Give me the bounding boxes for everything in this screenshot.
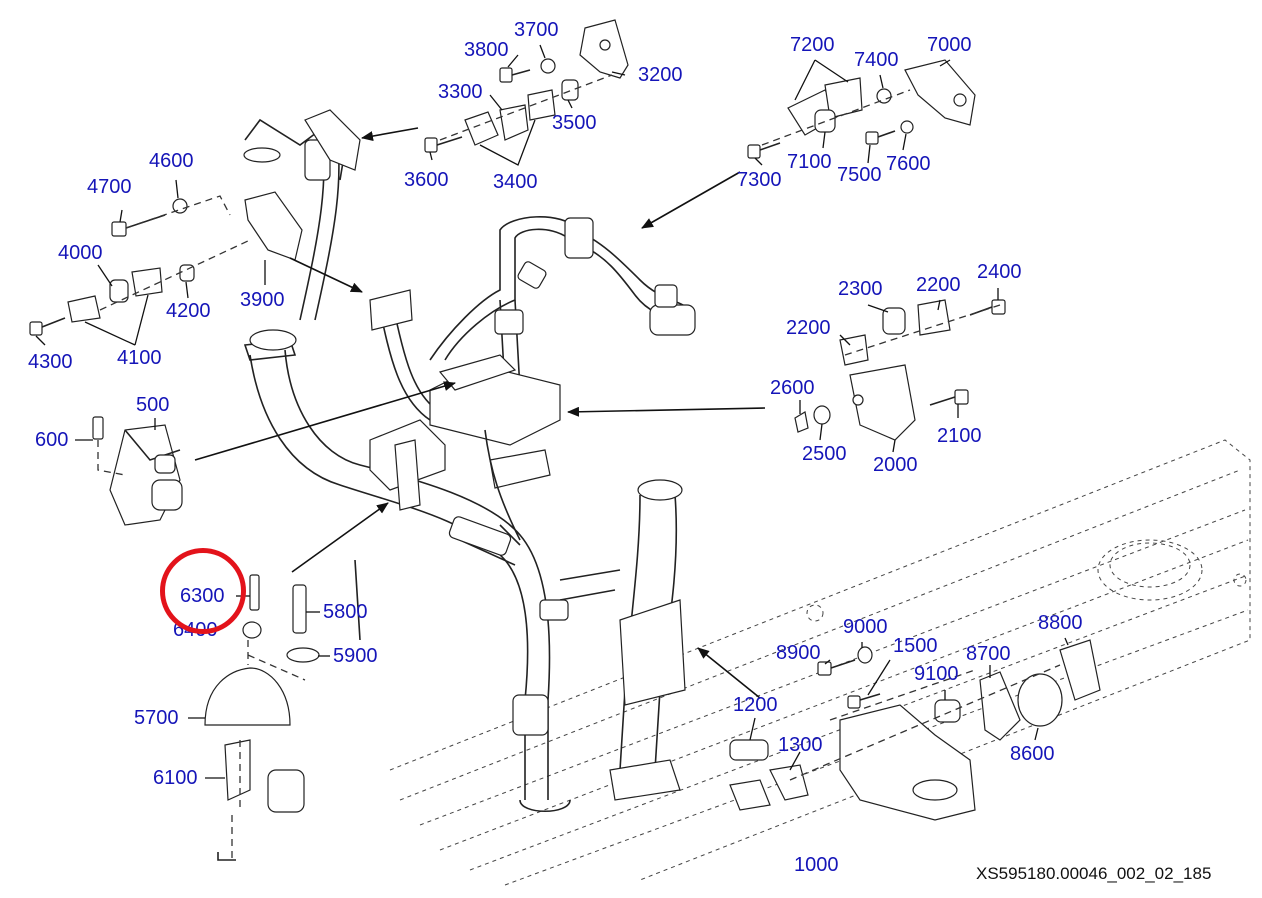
callout-2500[interactable]: 2500 bbox=[802, 443, 847, 465]
callout-600[interactable]: 600 bbox=[35, 429, 69, 451]
part-group-3000 bbox=[424, 19, 629, 153]
callout-500[interactable]: 500 bbox=[136, 394, 170, 416]
callout-3300[interactable]: 3300 bbox=[438, 81, 483, 103]
drawing-number: XS595180.00046_002_02_185 bbox=[976, 864, 1212, 883]
callout-7400[interactable]: 7400 bbox=[854, 49, 899, 71]
callout-7600[interactable]: 7600 bbox=[886, 153, 931, 175]
callout-7000[interactable]: 7000 bbox=[927, 34, 972, 56]
highlight-circle bbox=[160, 548, 246, 634]
callout-9100[interactable]: 9100 bbox=[914, 663, 959, 685]
callout-7100[interactable]: 7100 bbox=[787, 151, 832, 173]
callout-7200[interactable]: 7200 bbox=[790, 34, 835, 56]
part-group-2000 bbox=[794, 299, 1006, 441]
part-group-5000 bbox=[204, 574, 320, 861]
callout-5700[interactable]: 5700 bbox=[134, 707, 179, 729]
callout-2100[interactable]: 2100 bbox=[937, 425, 982, 447]
callout-2200-lower[interactable]: 2200 bbox=[786, 317, 831, 339]
assembly-arrows bbox=[194, 127, 766, 699]
callout-3900[interactable]: 3900 bbox=[240, 289, 285, 311]
callout-5900[interactable]: 5900 bbox=[333, 645, 378, 667]
callout-3800[interactable]: 3800 bbox=[464, 39, 509, 61]
callout-8800[interactable]: 8800 bbox=[1038, 612, 1083, 634]
callout-7500[interactable]: 7500 bbox=[837, 164, 882, 186]
part-group-8000 bbox=[729, 639, 1101, 821]
callout-2200-upper[interactable]: 2200 bbox=[916, 274, 961, 296]
callout-4700[interactable]: 4700 bbox=[87, 176, 132, 198]
callout-2400[interactable]: 2400 bbox=[977, 261, 1022, 283]
pipe-assembly bbox=[243, 109, 696, 812]
callout-6100[interactable]: 6100 bbox=[153, 767, 198, 789]
callout-8600[interactable]: 8600 bbox=[1010, 743, 1055, 765]
part-group-7000 bbox=[747, 59, 976, 159]
leader-lines bbox=[35, 44, 1069, 779]
callout-3700[interactable]: 3700 bbox=[514, 19, 559, 41]
callout-2600[interactable]: 2600 bbox=[770, 377, 815, 399]
callout-9000[interactable]: 9000 bbox=[843, 616, 888, 638]
callout-8700[interactable]: 8700 bbox=[966, 643, 1011, 665]
callout-2000[interactable]: 2000 bbox=[873, 454, 918, 476]
callout-8900[interactable]: 8900 bbox=[776, 642, 821, 664]
callout-4600[interactable]: 4600 bbox=[149, 150, 194, 172]
callout-1000[interactable]: 1000 bbox=[794, 854, 839, 876]
callout-7300[interactable]: 7300 bbox=[737, 169, 782, 191]
callout-4100[interactable]: 4100 bbox=[117, 347, 162, 369]
callout-1500[interactable]: 1500 bbox=[893, 635, 938, 657]
callout-2300[interactable]: 2300 bbox=[838, 278, 883, 300]
callout-3400[interactable]: 3400 bbox=[493, 171, 538, 193]
callout-4200[interactable]: 4200 bbox=[166, 300, 211, 322]
part-block-500 bbox=[92, 416, 183, 526]
callout-3500[interactable]: 3500 bbox=[552, 112, 597, 134]
callout-1300[interactable]: 1300 bbox=[778, 734, 823, 756]
callout-3200[interactable]: 3200 bbox=[638, 64, 683, 86]
callout-1200[interactable]: 1200 bbox=[733, 694, 778, 716]
callout-5800[interactable]: 5800 bbox=[323, 601, 368, 623]
callout-3600[interactable]: 3600 bbox=[404, 169, 449, 191]
callout-4300[interactable]: 4300 bbox=[28, 351, 73, 373]
part-group-4000 bbox=[29, 191, 303, 336]
callout-4000[interactable]: 4000 bbox=[58, 242, 103, 264]
